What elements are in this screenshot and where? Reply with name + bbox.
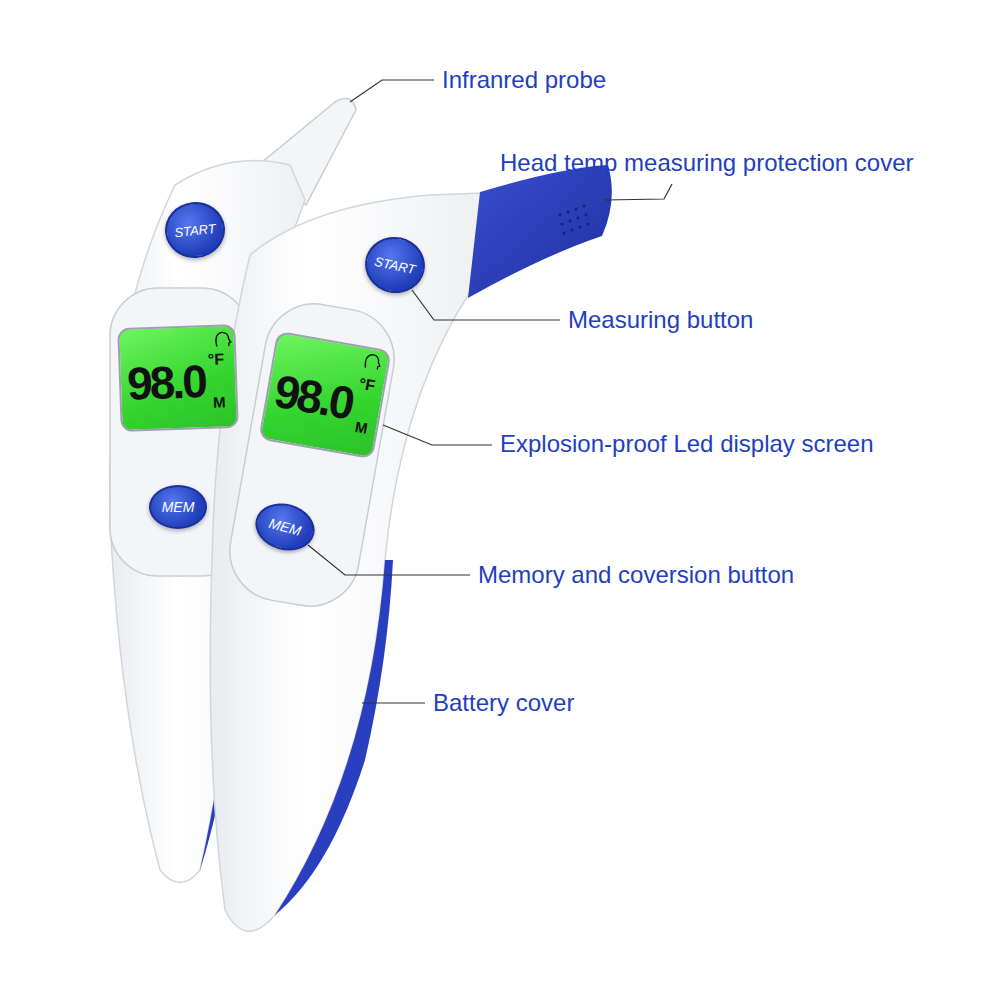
temperature-reading: 98.0: [126, 358, 205, 407]
label-holder: Battery cover: [433, 690, 574, 716]
start-button: START: [360, 231, 430, 298]
label-holder: Explosion-proof Led display screen: [500, 431, 874, 457]
head-icon: [365, 354, 382, 370]
battery-cover-trim: [275, 560, 393, 915]
label-holder: Memory and coversion button: [478, 562, 794, 588]
unit-column: °F M: [208, 351, 226, 410]
part-label: Head temp measuring protection cover: [500, 149, 914, 176]
part-label: Battery cover: [433, 689, 574, 716]
leader-line: [383, 425, 492, 445]
memory-indicator: M: [354, 419, 369, 436]
leader-line: [308, 545, 470, 575]
part-label: Memory and coversion button: [478, 561, 794, 588]
leader-line: [604, 184, 672, 200]
display-housing: [222, 296, 402, 614]
head-icon: [216, 332, 231, 347]
button-label: START: [373, 254, 416, 275]
mem-button: MEM: [149, 485, 207, 529]
memory-indicator: M: [213, 394, 226, 409]
mem-button: MEM: [250, 497, 320, 557]
button-label: START: [174, 221, 217, 238]
unit-symbol: °F: [208, 351, 225, 368]
part-label: Explosion-proof Led display screen: [500, 430, 874, 457]
leader-line: [350, 80, 434, 102]
unit-symbol: °F: [358, 376, 377, 395]
grip-dots: [558, 204, 589, 234]
button-label: MEM: [267, 516, 302, 538]
lcd-display: 98.0°F M: [258, 331, 391, 459]
start-button: START: [162, 199, 228, 261]
lcd-display: 98.0°F M: [117, 324, 239, 432]
label-holder: Infranred probe: [442, 67, 606, 93]
thermometer-body: [210, 193, 482, 931]
label-holder: Measuring button: [568, 307, 753, 333]
ear-thermometer-front: [210, 165, 612, 931]
temperature-reading: 98.0: [271, 368, 355, 427]
leader-line: [362, 702, 425, 703]
button-label: MEM: [162, 500, 195, 514]
leader-line: [412, 290, 560, 320]
part-label: Infranred probe: [442, 66, 606, 93]
part-label: Measuring button: [568, 306, 753, 333]
label-holder: Head temp measuring protection cover: [500, 150, 914, 176]
protection-cover: [468, 165, 612, 298]
